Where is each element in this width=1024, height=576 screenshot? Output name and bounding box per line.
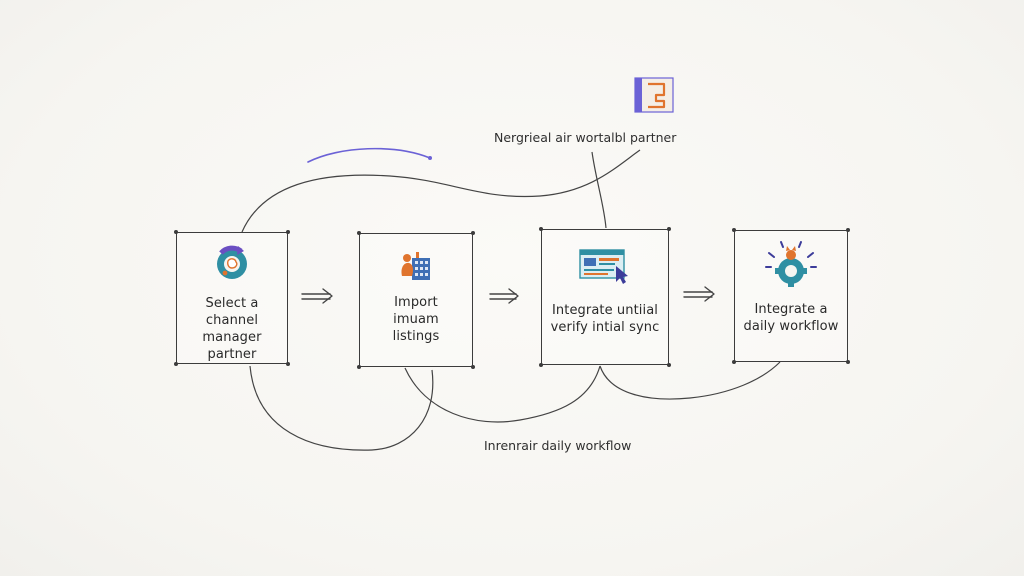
step-import-listings[interactable]: Import imuam listings [357, 231, 475, 369]
arrow-3 [683, 286, 715, 302]
step-label: Integrate untiial verify intial sync [550, 303, 660, 335]
accent-dot [428, 156, 432, 160]
building-listings-icon [396, 246, 436, 290]
step-label: Integrate a daily workflow [743, 302, 839, 334]
bottom-annotation: Inrenrair daily workflow [484, 438, 632, 453]
team-gear-icon [765, 241, 817, 293]
step-integrate-daily-workflow[interactable]: Integrate a daily workflow [732, 228, 850, 364]
top-connector-curve [241, 149, 641, 233]
step-select-channel-manager[interactable]: Select a channel manager partner [174, 230, 290, 366]
label-drop-line [591, 151, 607, 229]
bottom-loop-3 [599, 361, 781, 400]
bottom-loop-2 [404, 365, 601, 423]
partner-logo-icon [634, 77, 674, 113]
top-annotation: Nergrieal air wortalbl partner [494, 130, 677, 145]
arrow-2 [489, 288, 519, 304]
browser-cursor-icon [574, 246, 636, 290]
bottom-loop-1 [249, 365, 434, 451]
circular-arrows-icon [211, 243, 253, 287]
arrow-1 [301, 288, 333, 304]
step-label: Import imuam listings [392, 295, 440, 344]
step-integrate-verify-sync[interactable]: Integrate untiial verify intial sync [539, 227, 671, 367]
step-label: Select a channel manager partner [202, 296, 262, 362]
accent-stroke [307, 147, 431, 163]
